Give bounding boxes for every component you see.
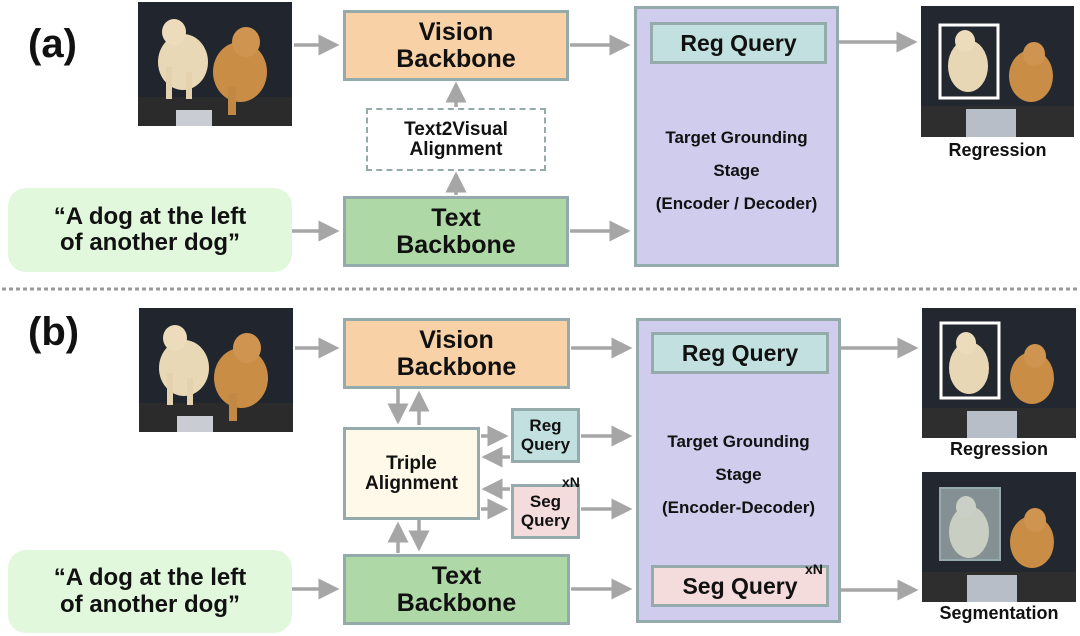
dog-photo	[139, 308, 293, 432]
reg-query-a: Reg Query	[650, 22, 827, 64]
seg-query-multiplier: xN	[805, 561, 823, 577]
small-seg-query: Seg Query	[511, 484, 580, 539]
input-image-a	[138, 2, 292, 126]
dog-photo	[138, 2, 292, 126]
output-caption-regression-a: Regression	[948, 140, 1047, 160]
target-grounding-stage-b: Reg Query Target Grounding Stage (Encode…	[636, 318, 841, 623]
output-caption-segmentation-b: Segmentation	[939, 603, 1059, 623]
dog-photo-with-mask	[922, 472, 1076, 602]
dog-photo-with-box	[922, 308, 1076, 438]
seg-query-b: Seg Query	[651, 565, 829, 607]
output-image-regression-a	[921, 6, 1074, 137]
text2visual-alignment: Text2Visual Alignment	[366, 108, 546, 171]
small-reg-query: Reg Query	[511, 408, 580, 463]
text-backbone-a: Text Backbone	[343, 196, 569, 267]
input-image-b	[139, 308, 293, 432]
panel-a-label: (a)	[28, 22, 77, 66]
query-text-bubble-b: “A dog at the left of another dog”	[8, 550, 292, 633]
reg-query-b: Reg Query	[651, 332, 829, 374]
dog-photo-with-box	[921, 6, 1074, 137]
output-image-regression-b	[922, 308, 1076, 438]
grounding-stage-label-b: Target Grounding Stage (Encoder-Decoder)	[661, 432, 816, 518]
vision-backbone-b: Vision Backbone	[343, 318, 570, 389]
vision-backbone-a: Vision Backbone	[343, 10, 569, 81]
triple-alignment: Triple Alignment	[343, 427, 480, 520]
grounding-stage-label-a: Target Grounding Stage (Encoder / Decode…	[655, 128, 818, 214]
text-backbone-b: Text Backbone	[343, 554, 570, 625]
target-grounding-stage-a: Reg Query Target Grounding Stage (Encode…	[634, 6, 839, 267]
query-text-bubble-a: “A dog at the left of another dog”	[8, 188, 292, 272]
output-caption-regression-b: Regression	[949, 439, 1049, 459]
output-image-segmentation-b	[922, 472, 1076, 602]
panel-b-label: (b)	[28, 310, 80, 354]
small-seg-query-multiplier: xN	[562, 474, 580, 490]
